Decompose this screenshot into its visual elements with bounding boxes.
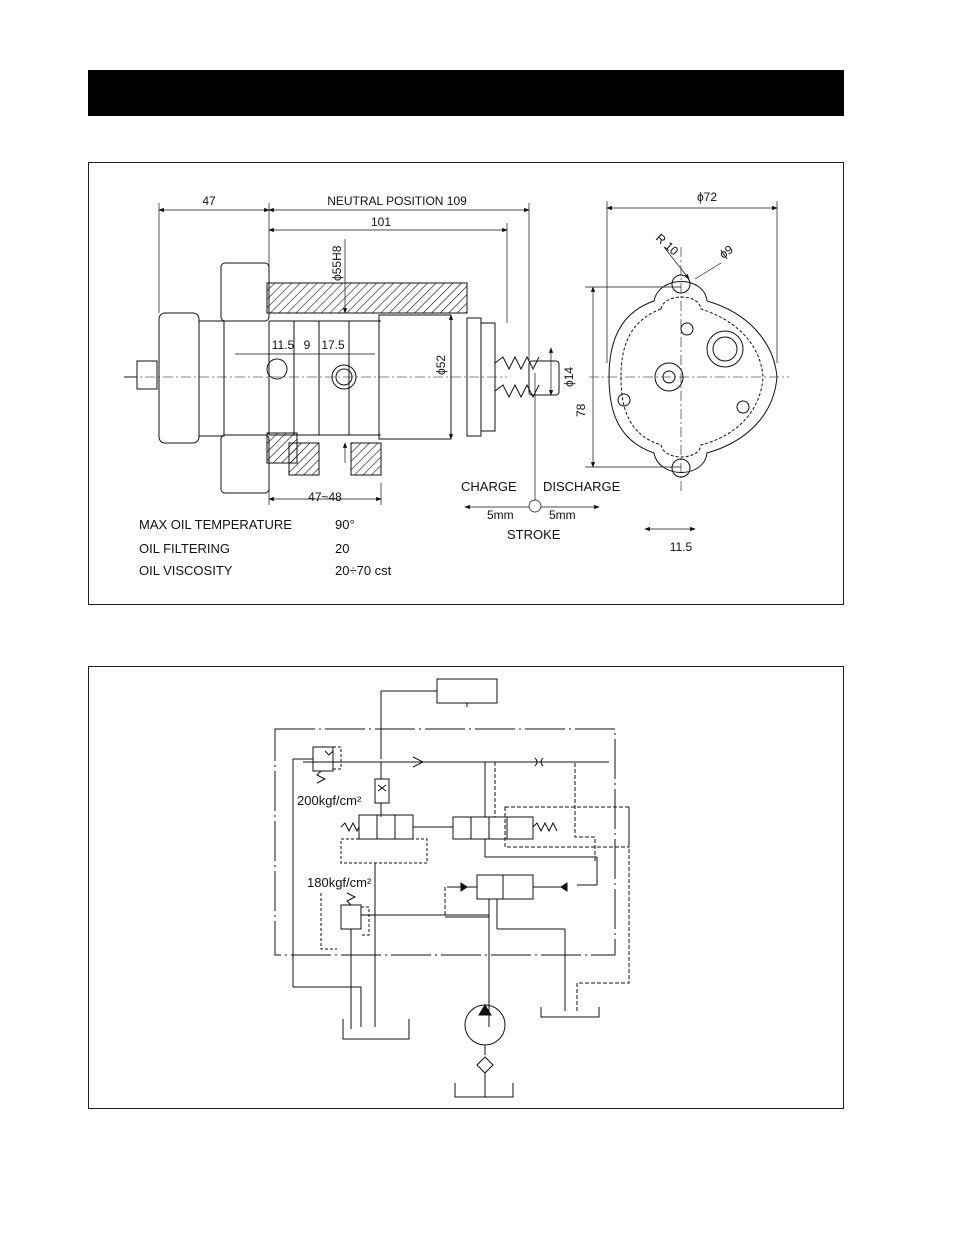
dim-14: ϕ14 <box>562 367 576 387</box>
stroke-label: STROKE <box>507 527 561 542</box>
relief-valve-200 <box>312 746 334 772</box>
dim-72: ϕ72 <box>697 190 717 204</box>
relief-pressure-180: 180kgf/cm² <box>307 875 372 890</box>
relief-pressure-200: 200kgf/cm² <box>297 793 362 808</box>
tank-left <box>342 1019 410 1040</box>
spec-value-0: 90° <box>335 517 355 532</box>
dim-17-5: 17.5 <box>321 338 345 352</box>
dimension-drawing-panel: 47 NEUTRAL POSITION 109 101 ϕ55H8 11.5 9… <box>88 162 844 605</box>
dim-78: 78 <box>574 403 588 417</box>
check-valve-block <box>476 874 504 900</box>
dim-neutral-position: NEUTRAL POSITION 109 <box>327 194 467 208</box>
stroke-charge: CHARGE <box>461 479 517 494</box>
valve-block-boundary <box>274 728 616 956</box>
dim-r10: R 10 <box>653 231 681 259</box>
dim-52: ϕ52 <box>434 355 448 375</box>
dim-55h8: ϕ55H8 <box>330 245 344 281</box>
actuator <box>436 678 498 704</box>
dim-9b: ϕ9 <box>717 242 736 261</box>
spec-label-1: OIL FILTERING <box>139 541 230 556</box>
tank-right <box>540 1007 600 1018</box>
spec-label-2: OIL VISCOSITY <box>139 563 233 578</box>
tank-bottom <box>454 1083 514 1098</box>
hydraulic-circuit: 200kgf/cm² 180kgf/cm² <box>274 678 630 1098</box>
filter <box>476 1056 494 1074</box>
spec-label-0: MAX OIL TEMPERATURE <box>139 517 292 532</box>
stroke-discharge: DISCHARGE <box>543 479 621 494</box>
spec-value-2: 20÷70 cst <box>335 563 392 578</box>
stroke-left-mm: 5mm <box>487 508 514 522</box>
header-bar <box>88 70 844 116</box>
dim-101: 101 <box>371 215 391 229</box>
stroke-right-mm: 5mm <box>549 508 576 522</box>
dim-9: 9 <box>304 338 311 352</box>
spec-value-1: 20 <box>335 541 349 556</box>
dim-11-5: 11.5 <box>272 338 295 352</box>
dim-11-5b: 11.5 <box>670 540 693 554</box>
dim-47-48: 47~48 <box>308 490 342 504</box>
valve-side-view <box>124 262 560 494</box>
dimension-drawing: 47 NEUTRAL POSITION 109 101 ϕ55H8 11.5 9… <box>124 190 789 578</box>
relief-valve-180 <box>340 904 362 930</box>
dim-47: 47 <box>202 194 216 208</box>
flange-front-view <box>608 274 778 478</box>
hydraulic-circuit-panel: 200kgf/cm² 180kgf/cm² <box>88 666 844 1109</box>
